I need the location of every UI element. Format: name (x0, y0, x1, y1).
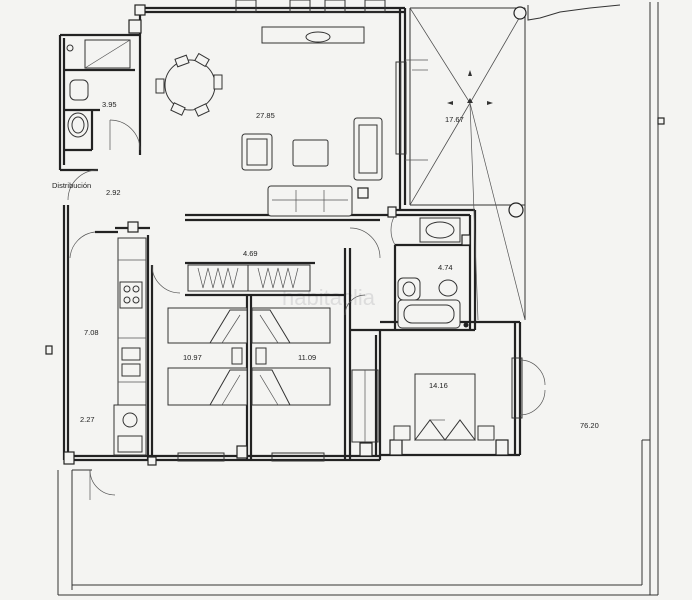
label-bedroom-1: 10.97 (183, 353, 202, 362)
label-distribution-name: Distribución (52, 181, 91, 190)
label-terrace-north: 17.67 (445, 115, 464, 124)
label-bedroom-2: 11.09 (298, 353, 316, 362)
room-labels: 27.85 3.95 Distribución 2.92 17.67 4.69 … (52, 100, 599, 430)
garden-boundary (45, 2, 665, 596)
columns (63, 4, 509, 466)
terrace-north (409, 6, 527, 328)
corridor-closet (187, 264, 311, 292)
bedroom-1-furniture (167, 307, 248, 406)
label-garden: 76.20 (580, 421, 599, 430)
master-bed (393, 373, 495, 441)
label-living: 27.85 (256, 111, 275, 120)
label-bath-small: 3.95 (102, 100, 117, 109)
label-corridor: 4.69 (243, 249, 258, 258)
label-laundry: 2.27 (80, 415, 95, 424)
bedroom-2-furniture (251, 307, 331, 406)
bath-large-fixtures (397, 217, 461, 329)
windows (177, 0, 523, 462)
laundry-fixtures (113, 404, 147, 456)
label-master-bedroom: 14.16 (429, 381, 448, 390)
doors (67, 59, 546, 500)
label-distribution: 2.92 (106, 188, 121, 197)
label-kitchen: 7.08 (84, 328, 99, 337)
bath-small-fixtures (66, 39, 131, 138)
living-furniture (155, 31, 383, 217)
label-bath-large: 4.74 (438, 263, 453, 272)
